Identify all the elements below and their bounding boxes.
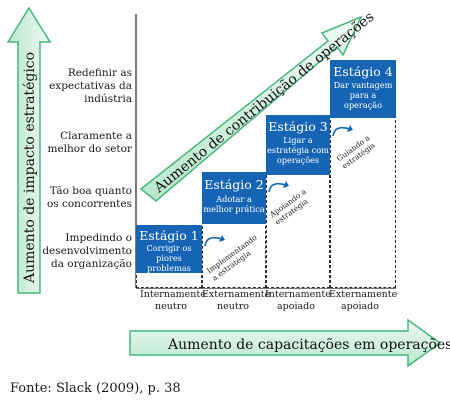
row-label-best: Claramente a melhor do setor bbox=[47, 130, 132, 155]
row-label-as-good: Tão boa quanto os concorrentes bbox=[46, 185, 132, 210]
stage-4-title: Estágio 4 bbox=[333, 64, 393, 79]
transition-curve-1 bbox=[204, 235, 225, 247]
transition-curve-3 bbox=[332, 125, 353, 137]
row-label-redefine: Redefinir as expectativas da indústria bbox=[49, 67, 132, 105]
col-label-ext-supported: Externamente apoiado bbox=[329, 289, 398, 312]
stage-1-desc: Corrigir os piores problemas bbox=[146, 243, 192, 273]
source-caption: Fonte: Slack (2009), p. 38 bbox=[10, 381, 181, 396]
diagonal-arrow bbox=[139, 15, 363, 202]
stage-3-title: Estágio 3 bbox=[268, 119, 328, 134]
stage-1-title: Estágio 1 bbox=[139, 228, 199, 243]
horizontal-axis-label: Aumento de capacitações em operações bbox=[167, 337, 450, 353]
stage-2-title: Estágio 2 bbox=[204, 177, 264, 192]
stage-1-box: Estágio 1 Corrigir os piores problemas bbox=[136, 225, 202, 273]
col-label-int-neutral: Internamente neutro bbox=[140, 289, 206, 312]
col-label-ext-neutral: Externamente neutro bbox=[202, 289, 271, 312]
stage-3-box: Estágio 3 Ligar a estratégia com operaçõ… bbox=[266, 115, 330, 175]
transition-curve-2 bbox=[268, 181, 289, 193]
stage-3-desc: Ligar a estratégia com operações bbox=[267, 135, 329, 165]
stage-4-box: Estágio 4 Dar vantagem para a operação bbox=[330, 60, 396, 118]
horizontal-arrow bbox=[129, 318, 442, 368]
stage-2-desc: Adotar a melhor prática bbox=[203, 194, 265, 214]
vertical-arrow bbox=[6, 6, 52, 294]
stage-2-box: Estágio 2 Adotar a melhor prática bbox=[202, 172, 266, 224]
vertical-axis-label: Aumento de impacto estratégico bbox=[22, 52, 38, 284]
row-label-impeding: Impedindo o desenvolvimento da organizaç… bbox=[42, 232, 132, 270]
col-label-int-supported: Internamente apoiado bbox=[265, 289, 331, 312]
stage-4-desc: Dar vantagem para a operação bbox=[333, 80, 393, 110]
